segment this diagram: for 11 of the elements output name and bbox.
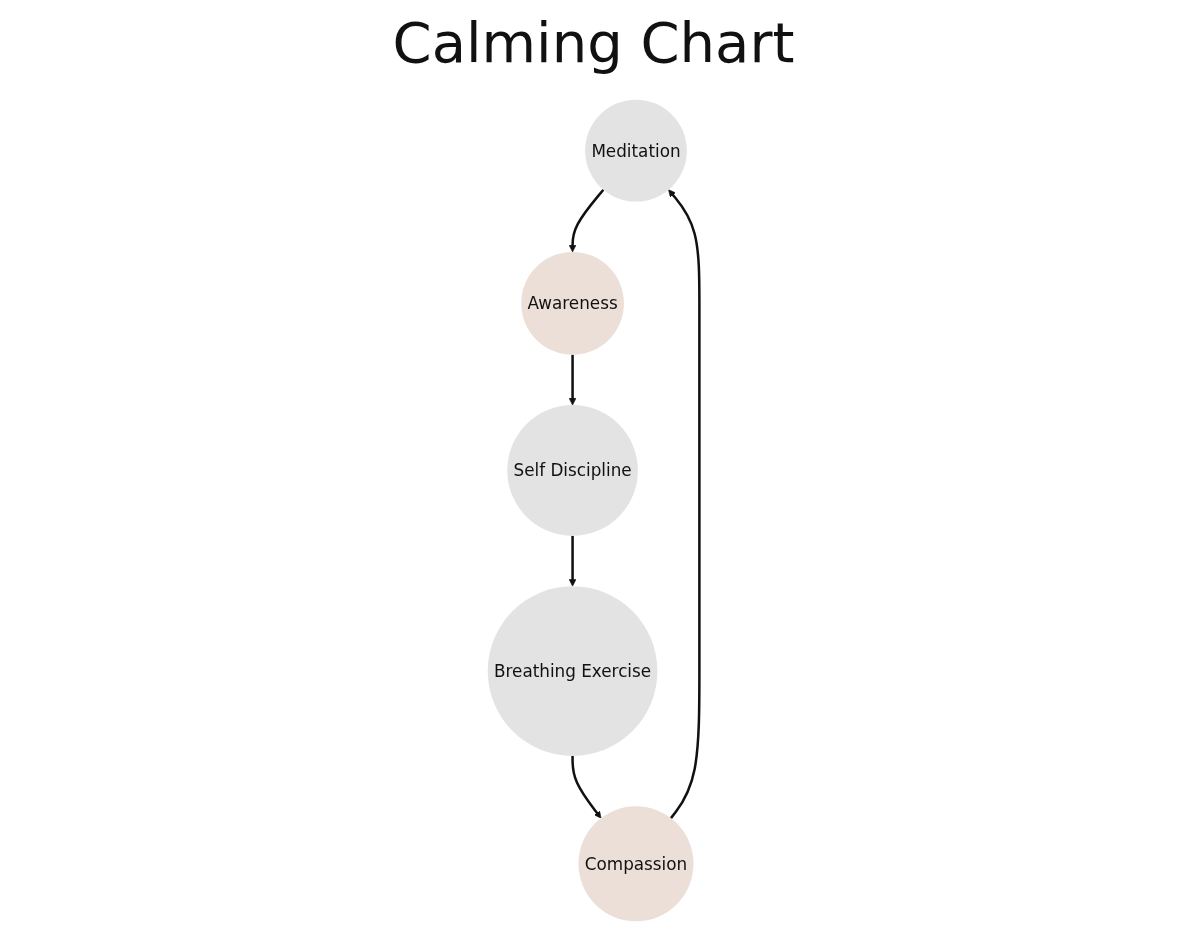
arrow (568, 354, 577, 405)
chart-title: Calming Chart (391, 10, 796, 75)
arrow (568, 188, 605, 252)
node-circle: Awareness (521, 251, 624, 355)
node-circle: Meditation (585, 99, 687, 202)
node-circle: Compassion (578, 805, 694, 921)
arrow (668, 188, 701, 819)
arrow (568, 535, 577, 586)
arrow (571, 755, 602, 818)
node-circle: Breathing Exercise (487, 585, 658, 756)
node-circle: Self Discipline (507, 404, 638, 536)
